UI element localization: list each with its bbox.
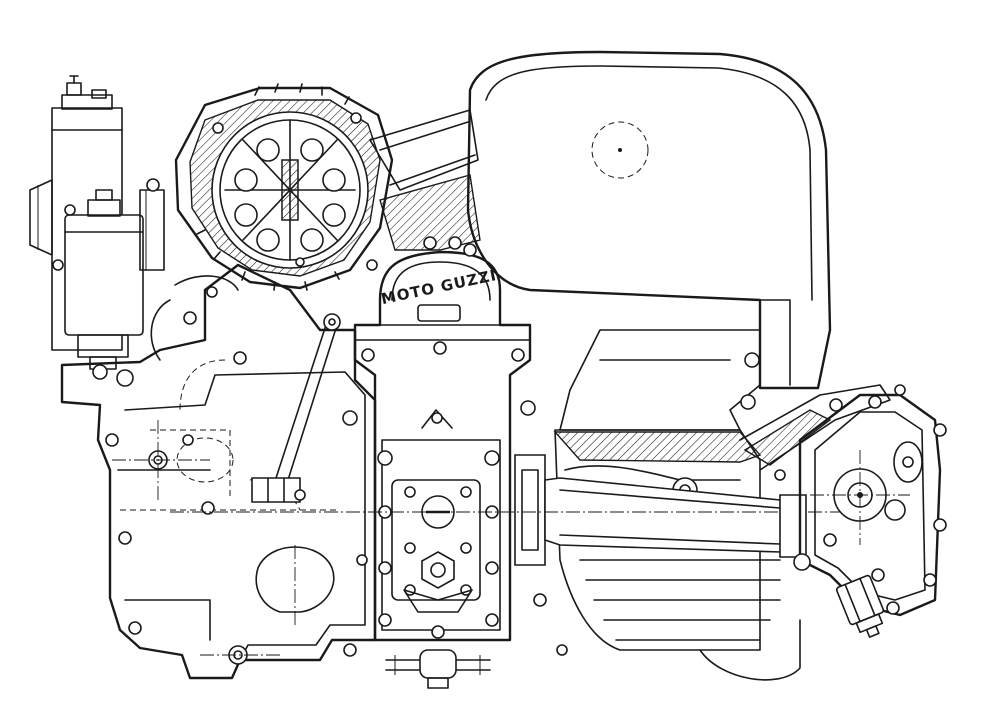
rotor-holes	[235, 139, 345, 251]
crankcase-bolts	[106, 312, 367, 664]
intake-manifold	[370, 110, 480, 250]
gearbox-housing: MOTO GUZZI	[355, 252, 530, 640]
air-filter-cover	[468, 52, 830, 388]
linkage-rod	[252, 314, 340, 502]
magneto-housing	[176, 84, 392, 290]
moto-guzzi-engraving: MOTO GUZZI	[380, 266, 499, 308]
cylinder-head	[555, 330, 946, 615]
spark-plug	[836, 575, 899, 642]
carburettor-assembly	[30, 76, 164, 379]
drive-shaft	[170, 455, 860, 565]
misc-fasteners	[207, 244, 785, 655]
gearbox-bolts	[378, 451, 499, 638]
drain-plug-assembly	[386, 650, 490, 688]
